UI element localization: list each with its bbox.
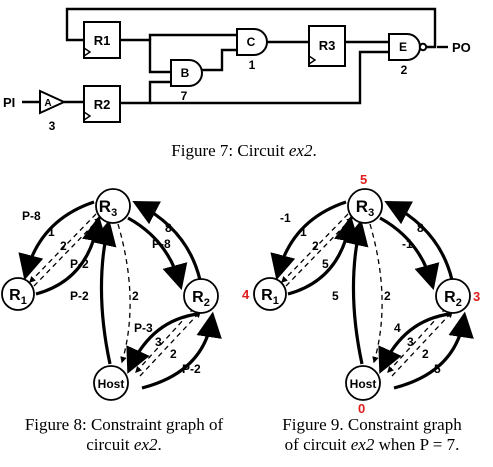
gate-e-label: E bbox=[399, 40, 407, 54]
node-r1 bbox=[253, 277, 287, 311]
label-dash-2: 2 bbox=[312, 239, 319, 253]
edge-r3-r2 bbox=[127, 216, 188, 291]
node-host bbox=[93, 365, 129, 401]
edge-r3-r2 bbox=[379, 216, 440, 291]
pi-label: PI bbox=[3, 95, 15, 110]
label-r3-r2: -1 bbox=[402, 237, 413, 251]
node-r1 bbox=[1, 277, 35, 311]
node-host-label: Host bbox=[98, 377, 125, 391]
label-r3-r2: P-8 bbox=[152, 237, 171, 251]
figure-7-caption: Figure 7: Circuit ex2. bbox=[171, 141, 316, 160]
label-dash-2: 2 bbox=[60, 239, 67, 253]
figure-9-caption-line1: Figure 9. Constraint graph bbox=[282, 415, 462, 434]
node-r2 bbox=[183, 278, 219, 314]
buffer-a-label: A bbox=[44, 98, 51, 109]
edge-r2-host bbox=[378, 312, 451, 374]
potential-r1: 4 bbox=[242, 287, 250, 302]
label-host-r3: P-2 bbox=[70, 289, 89, 303]
figure-8-caption-line2: circuit ex2. bbox=[86, 435, 162, 454]
gate-b-delay: 7 bbox=[181, 89, 188, 103]
label-r2-host: 4 bbox=[394, 321, 401, 335]
label-r3-host: 2 bbox=[132, 289, 139, 303]
constraint-graph-fig9: R3 R1 R2 Host 5 4 3 0 -1 1 2 5 8 -1 5 2 … bbox=[242, 172, 480, 416]
label-r3-r1: -1 bbox=[280, 211, 291, 225]
edge-r2-r3 bbox=[384, 201, 454, 281]
node-r1-label: R1 bbox=[261, 287, 279, 307]
node-r2-label: R2 bbox=[444, 289, 462, 309]
register-r3 bbox=[308, 25, 346, 67]
buffer-a bbox=[39, 89, 67, 115]
r3-label: R3 bbox=[319, 38, 336, 53]
potential-host: 0 bbox=[358, 401, 365, 416]
figure-8-caption-line1: Figure 8: Constraint graph of bbox=[25, 415, 224, 434]
label-d2: 2 bbox=[422, 347, 429, 361]
edge-r2-r3 bbox=[132, 201, 202, 281]
node-r3 bbox=[347, 188, 383, 224]
node-r2 bbox=[435, 278, 471, 314]
label-dash-1: 1 bbox=[300, 225, 307, 239]
label-d1: 3 bbox=[407, 335, 414, 349]
r2-label: R2 bbox=[94, 97, 111, 112]
gate-b bbox=[170, 59, 203, 87]
constraint-graph-fig8: R3 R1 R2 Host P-8 1 2 P-2 8 P-8 P-2 2 P-… bbox=[1, 188, 222, 401]
edge-r3-r1 bbox=[270, 200, 347, 281]
node-r3-label: R3 bbox=[99, 197, 117, 219]
edge-host-r3 bbox=[343, 219, 369, 365]
gate-e-bubble bbox=[418, 42, 428, 52]
label-dash-1: 1 bbox=[48, 225, 55, 239]
potential-r2: 3 bbox=[473, 289, 480, 304]
gate-b-label: B bbox=[181, 66, 190, 80]
gate-c bbox=[236, 28, 268, 56]
node-r3-label: R3 bbox=[356, 197, 374, 219]
edge-host-r2 bbox=[393, 311, 474, 390]
edge-r2-host bbox=[126, 312, 199, 374]
label-host-r2: 5 bbox=[434, 362, 441, 376]
node-r3 bbox=[95, 188, 131, 224]
label-r3-host: 2 bbox=[384, 289, 391, 303]
label-host-r3: 5 bbox=[332, 289, 339, 303]
figure-9-caption-line2: of circuit ex2 when P = 7. bbox=[285, 435, 460, 454]
label-host-r2: P-2 bbox=[182, 362, 201, 376]
label-r2-r3: 8 bbox=[165, 221, 172, 235]
node-r2-label: R2 bbox=[192, 289, 210, 309]
po-label: PO bbox=[452, 40, 471, 55]
label-r1-r3: 5 bbox=[322, 257, 329, 271]
label-d2: 2 bbox=[170, 347, 177, 361]
buffer-a-delay: 3 bbox=[49, 119, 56, 133]
edge-host-r3 bbox=[91, 219, 117, 365]
gate-c-delay: 1 bbox=[249, 58, 256, 72]
edge-r3-r1 bbox=[18, 200, 95, 281]
node-r1-label: R1 bbox=[9, 287, 27, 307]
node-host bbox=[345, 365, 381, 401]
node-host-label: Host bbox=[350, 377, 377, 391]
label-d1: 3 bbox=[155, 335, 162, 349]
label-r2-host: P-3 bbox=[134, 321, 153, 335]
potential-r3: 5 bbox=[360, 172, 367, 187]
label-r2-r3: 8 bbox=[417, 221, 424, 235]
r1-label: R1 bbox=[94, 33, 111, 48]
label-r1-r3: P-2 bbox=[70, 257, 89, 271]
gate-e-delay: 2 bbox=[401, 63, 408, 77]
gate-c-label: C bbox=[247, 35, 256, 49]
edge-host-r2 bbox=[141, 311, 222, 390]
label-r3-r1: P-8 bbox=[22, 209, 41, 223]
circuit-diagram: R1 R2 R3 B 7 C 1 E 2 A 3 PI PO bbox=[3, 7, 471, 133]
